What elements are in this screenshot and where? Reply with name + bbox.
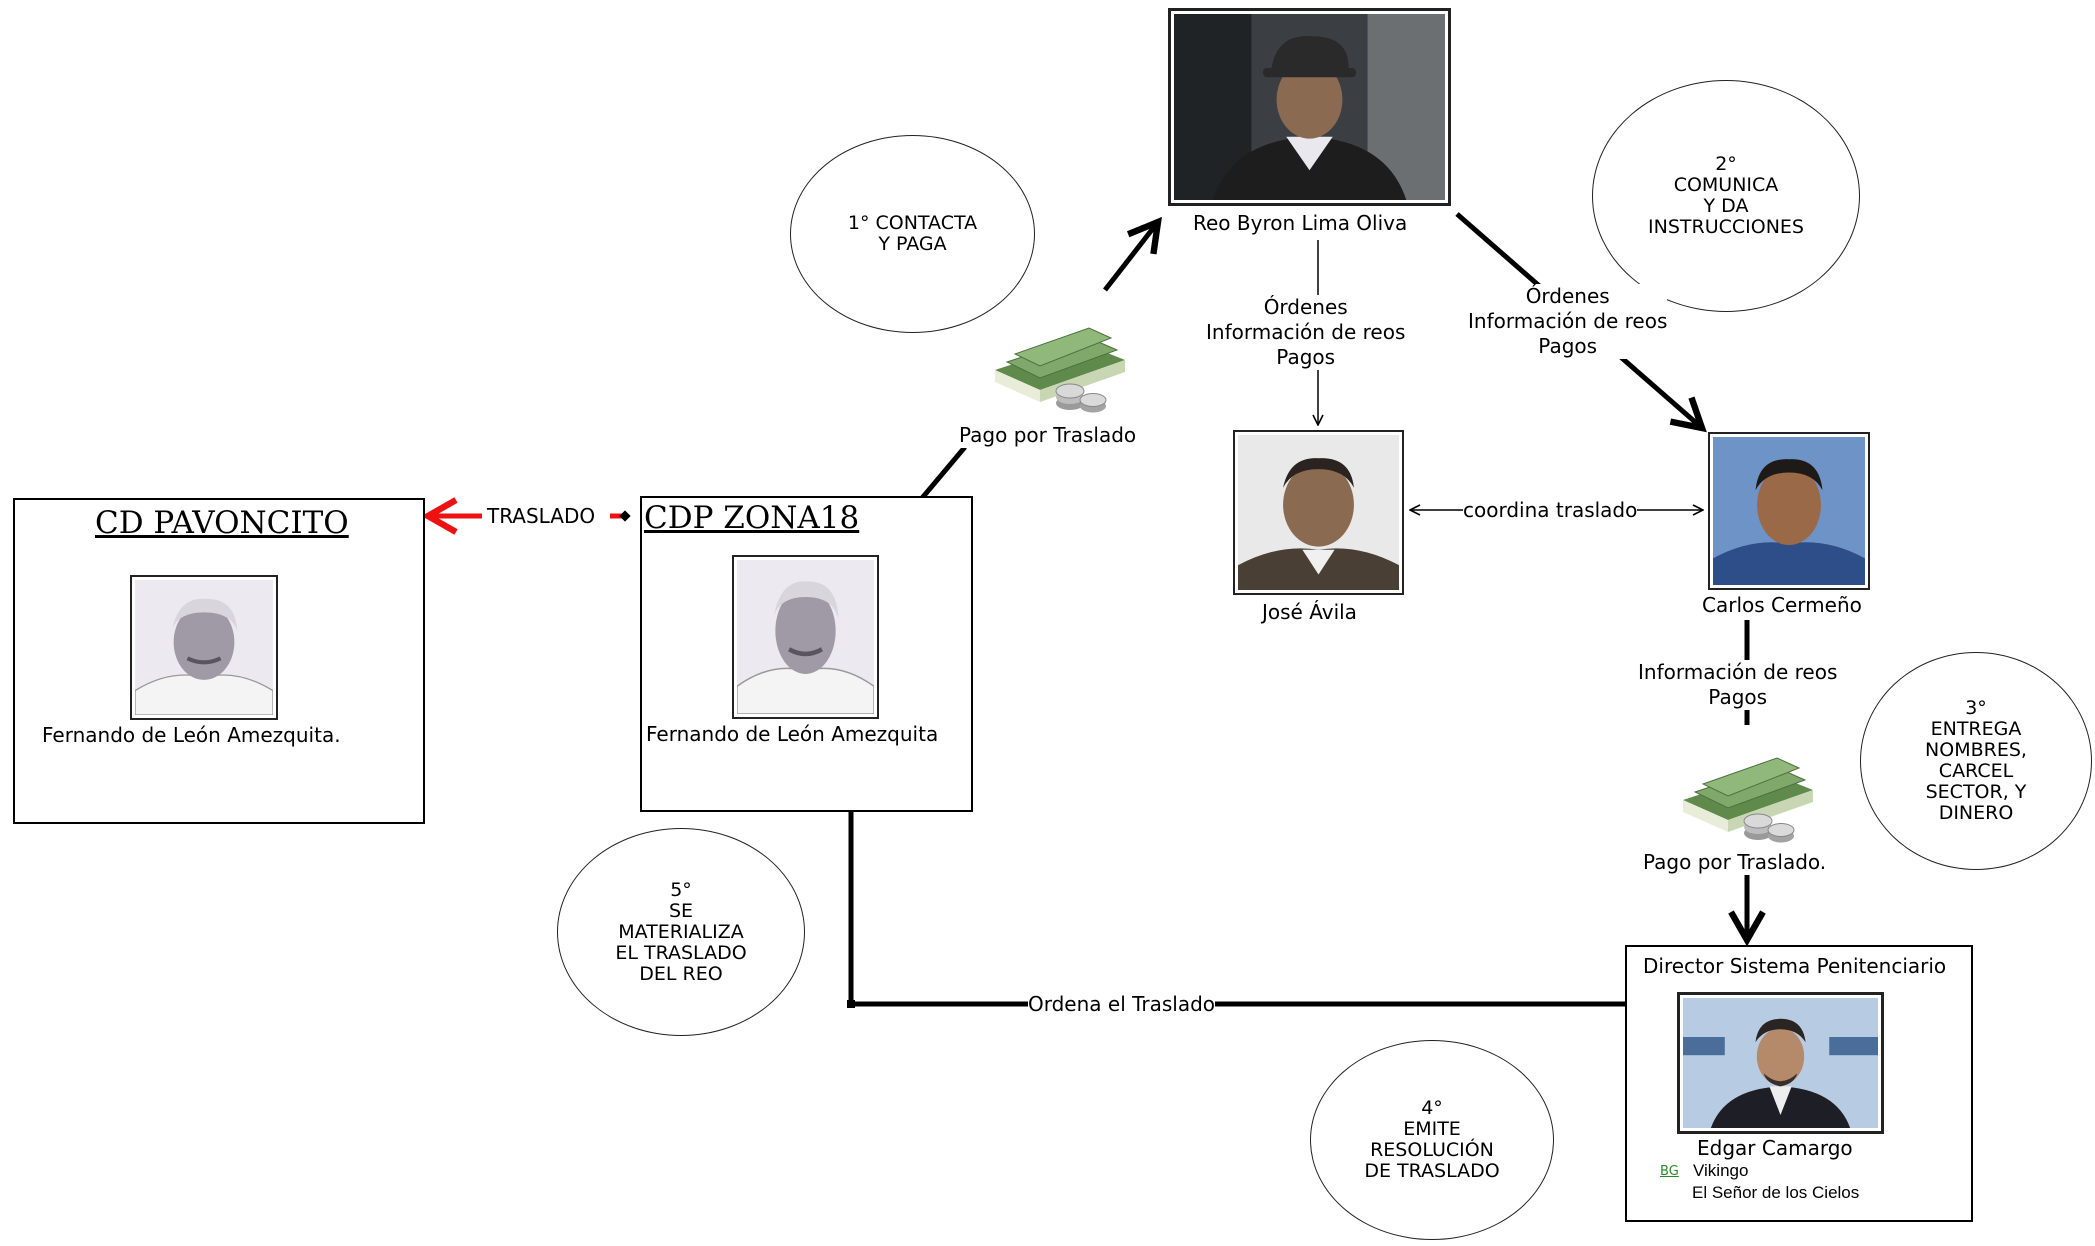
director-alias-2: El Señor de los Cielos	[1692, 1183, 1860, 1202]
step-5-text: 5° SE MATERIALIZA EL TRASLADO DEL REO	[615, 878, 747, 985]
edge-traslado-label: TRASLADO	[487, 504, 596, 529]
edge-ordena-label: Ordena el Traslado	[1028, 992, 1216, 1017]
carlos-photo	[1708, 432, 1870, 590]
director-title: Director Sistema Penitenciario	[1643, 954, 1947, 979]
step-4-circle: 4° EMITE RESOLUCIÓN DE TRASLADO	[1310, 1040, 1554, 1240]
director-alias-1: Vikingo	[1693, 1161, 1749, 1180]
node-cdp-zona18: CDP ZONA18	[640, 496, 973, 812]
money-stack-icon	[1673, 748, 1823, 848]
step-3-text: 3° ENTREGA NOMBRES, CARCEL SECTOR, Y DIN…	[1925, 697, 2027, 824]
person-portrait-icon	[135, 580, 273, 715]
edge-traslado-joint	[619, 510, 631, 522]
carlos-name: Carlos Cermeño	[1702, 593, 1862, 618]
money-stack-icon	[985, 318, 1135, 418]
step-4-text: 4° EMITE RESOLUCIÓN DE TRASLADO	[1364, 1097, 1500, 1182]
person-portrait-icon	[1238, 435, 1399, 590]
pavoncito-photo	[130, 575, 278, 720]
edge-info-carlos-label: Información de reos Pagos	[1638, 660, 1838, 710]
edge-ordenes-right-label: Órdenes Información de reos Pagos	[1468, 284, 1668, 359]
zona18-title: CDP ZONA18	[644, 500, 860, 536]
step-3-circle: 3° ENTREGA NOMBRES, CARCEL SECTOR, Y DIN…	[1860, 652, 2092, 870]
person-portrait-icon	[1683, 998, 1878, 1128]
person-portrait-icon	[1174, 14, 1445, 200]
edge-coordina-label: coordina traslado	[1463, 498, 1638, 523]
person-portrait-icon	[1713, 437, 1865, 585]
jose-photo	[1233, 430, 1404, 595]
person-portrait-icon	[737, 560, 874, 714]
edge-pago-1-label: Pago por Traslado	[959, 423, 1137, 448]
edge-ordena-joint	[847, 1000, 855, 1008]
director-photo	[1677, 992, 1884, 1134]
pavoncito-title: CD PAVONCITO	[95, 505, 349, 541]
step-1-text: 1° CONTACTA Y PAGA	[847, 212, 978, 255]
byron-name: Reo Byron Lima Oliva	[1193, 211, 1408, 236]
step-1-circle: 1° CONTACTA Y PAGA	[790, 135, 1035, 333]
step-5-circle: 5° SE MATERIALIZA EL TRASLADO DEL REO	[557, 828, 805, 1036]
pavoncito-person: Fernando de León Amezquita.	[42, 723, 341, 748]
step-2-text: 2° COMUNICA Y DA INSTRUCCIONES	[1648, 153, 1804, 238]
zona18-person: Fernando de León Amezquita	[646, 722, 939, 747]
jose-name: José Ávila	[1262, 600, 1357, 625]
edge-ordenes-left-label: Órdenes Información de reos Pagos	[1206, 295, 1406, 370]
zona18-photo	[732, 555, 879, 719]
byron-photo	[1168, 8, 1451, 206]
director-alias-tag: BG	[1660, 1164, 1679, 1179]
step-2-circle: 2° COMUNICA Y DA INSTRUCCIONES	[1592, 80, 1860, 312]
director-name: Edgar Camargo	[1697, 1136, 1853, 1161]
edge-pago-2-label: Pago por Traslado.	[1643, 850, 1827, 875]
edge-pago-1-upper	[1103, 216, 1162, 292]
